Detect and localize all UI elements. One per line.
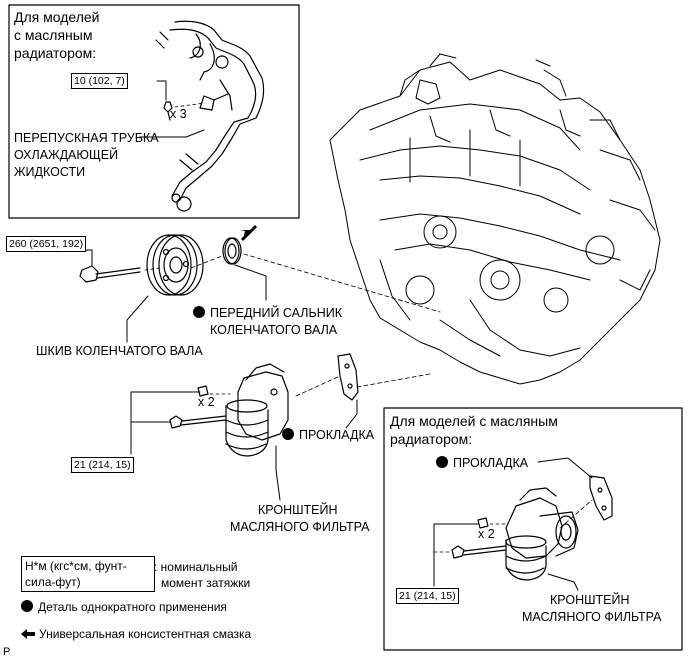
legend-grease: Универсальная консистентная смазка <box>21 626 251 642</box>
front-seal-label-line-1: ПЕРЕДНИЙ САЛЬНИК <box>193 305 342 321</box>
bracket-label-line-1: КРОНШТЕЙН <box>258 503 338 517</box>
inset-bottom-frame <box>383 407 683 651</box>
torque-pulley-label: 260 (2651, 192) <box>6 236 87 252</box>
gasket-label: ПРОКЛАДКА <box>282 427 374 443</box>
inset-bracket-illustration <box>505 487 579 581</box>
legend-torque-unit-line-1: Н*м (кгс*см, фунт- <box>25 559 127 573</box>
inset-gasket-label: ПРОКЛАДКА <box>436 455 528 471</box>
legend-torque-unit-line-2: сила-фут) <box>25 575 81 589</box>
legend-torque-desc-line-1: : номинальный <box>154 560 238 574</box>
grease-arrow-icon <box>21 626 35 642</box>
inset-torque-label: 21 (214, 15) <box>396 588 459 604</box>
legend-torque-desc-line-2: момент затяжки <box>161 576 251 590</box>
torque-bracket-label: 21 (214, 15) <box>71 457 134 473</box>
inset-bracket-label-line-2: МАСЛЯНОГО ФИЛЬТРА <box>522 610 662 624</box>
legend-torque-unit-box: Н*м (кгс*см, фунт- сила-фут) <box>21 556 155 592</box>
corner-letter: P <box>3 646 11 658</box>
non-reusable-icon <box>436 456 448 468</box>
bracket-label-line-2: МАСЛЯНОГО ФИЛЬТРА <box>230 520 370 534</box>
front-seal-label-line-2: КОЛЕНЧАТОГО ВАЛА <box>210 323 338 337</box>
bolt-top-illustration <box>163 101 173 121</box>
non-reusable-icon <box>193 306 205 318</box>
non-reusable-icon <box>21 600 33 612</box>
inset-top-frame <box>8 4 300 219</box>
bypass-pipe-label-line-3: ЖИДКОСТИ <box>14 165 86 179</box>
bypass-pipe-label-line-1: ПЕРЕПУСКНАЯ ТРУБКА <box>14 131 159 145</box>
bracket-bolts-illustration <box>169 385 227 429</box>
x3-label: x 3 <box>170 107 187 121</box>
bypass-pipe-label-line-2: ОХЛАЖДАЮЩЕЙ <box>14 148 119 162</box>
x2-label: x 2 <box>198 395 215 409</box>
non-reusable-icon <box>282 428 294 440</box>
inset-bracket-bolts-illustration <box>451 517 507 559</box>
legend-non-reusable: Деталь однократного применения <box>21 599 227 615</box>
inset-bottom-title-line-2: радиатором: <box>390 431 473 447</box>
inset-top-title-line-1: Для моделей <box>14 9 100 25</box>
front-seal-illustration <box>222 237 242 265</box>
engine-illustration <box>329 53 661 385</box>
inset-bottom-title-line-1: Для моделей с масляным <box>390 413 558 429</box>
pulley-label: ШКИВ КОЛЕНЧАТОГО ВАЛА <box>36 344 203 358</box>
torque-top-label: 10 (102, 7) <box>71 73 128 89</box>
oil-filter-bracket-illustration <box>225 363 289 457</box>
inset-bracket-label-line-1: КРОНШТЕЙН <box>550 593 630 607</box>
crankshaft-pulley-illustration <box>146 234 204 296</box>
bypass-pipe-illustration <box>155 20 265 212</box>
inset-top-title-line-2: с масляным <box>14 27 93 43</box>
pulley-bolt-illustration <box>79 265 141 283</box>
inset-gasket-illustration <box>589 475 613 521</box>
inset-x2-label: x 2 <box>478 527 495 541</box>
gasket-illustration <box>337 353 359 401</box>
inset-top-title-line-3: радиатором: <box>14 45 97 61</box>
